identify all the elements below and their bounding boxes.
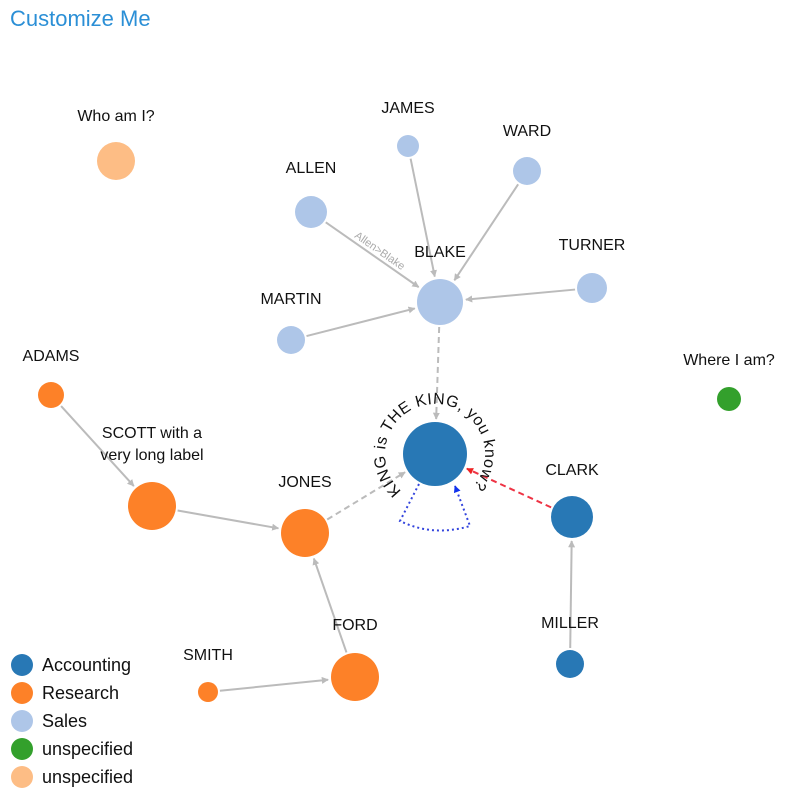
node-label-ward: WARD [503, 123, 551, 140]
edge-jones-king[interactable] [326, 471, 406, 521]
edge-james-blake[interactable] [409, 158, 437, 278]
node-blake[interactable] [417, 279, 463, 325]
edge-allen-blake[interactable] [325, 221, 420, 288]
node-label-miller: MILLER [541, 615, 599, 632]
nodes-layer [38, 135, 741, 702]
legend-swatch [11, 766, 33, 788]
node-turner[interactable] [577, 273, 607, 303]
node-label-martin: MARTIN [260, 291, 321, 308]
node-label-james: JAMES [381, 100, 434, 117]
node-whoami[interactable] [97, 142, 135, 180]
legend-label: unspecified [42, 767, 133, 787]
node-label-whereami: Where I am? [683, 352, 775, 369]
node-king[interactable] [403, 422, 467, 486]
edge-blake-king[interactable] [432, 326, 441, 420]
legend-label: unspecified [42, 739, 133, 759]
legend-label: Research [42, 683, 119, 703]
node-label-whoami: Who am I? [77, 108, 154, 125]
node-adams[interactable] [38, 382, 64, 408]
labels-layer: KING is THE KING, you know?CLARKMILLERBL… [23, 100, 775, 664]
legend-label: Accounting [42, 655, 131, 675]
node-label-adams: ADAMS [23, 348, 80, 365]
edge-adams-scott[interactable] [60, 405, 135, 487]
edge-clark-king[interactable] [466, 467, 552, 509]
node-whereami[interactable] [717, 387, 741, 411]
node-clark[interactable] [551, 496, 593, 538]
edge-turner-blake[interactable] [465, 288, 576, 303]
legend-label: Sales [42, 711, 87, 731]
node-label-jones: JONES [278, 474, 331, 491]
edge-smith-ford[interactable] [219, 676, 329, 692]
node-ford[interactable] [331, 653, 379, 701]
node-label-turner: TURNER [559, 237, 626, 254]
edge-ford-jones[interactable] [312, 557, 348, 653]
node-label-clark: CLARK [545, 462, 599, 479]
node-miller[interactable] [556, 650, 584, 678]
edge-scott-jones[interactable] [177, 509, 280, 531]
node-scott[interactable] [128, 482, 176, 530]
legend-swatch [11, 682, 33, 704]
node-jones[interactable] [281, 509, 329, 557]
node-label-allen: ALLEN [286, 160, 337, 177]
node-label-ford: FORD [332, 617, 377, 634]
node-label-smith: SMITH [183, 647, 233, 664]
edge-miller-clark[interactable] [568, 540, 576, 649]
node-allen[interactable] [295, 196, 327, 228]
legend-swatch [11, 738, 33, 760]
legend-swatch [11, 710, 33, 732]
node-ward[interactable] [513, 157, 541, 185]
legend-swatch [11, 654, 33, 676]
node-label-blake: BLAKE [414, 244, 466, 261]
edge-martin-blake[interactable] [306, 306, 416, 338]
page-title: Customize Me [10, 6, 151, 31]
edge-king-selfloop[interactable] [398, 483, 472, 532]
edge-ward-blake[interactable] [453, 183, 519, 281]
node-martin[interactable] [277, 326, 305, 354]
edge-label: Allen>Blake [352, 230, 407, 273]
node-james[interactable] [397, 135, 419, 157]
node-smith[interactable] [198, 682, 218, 702]
